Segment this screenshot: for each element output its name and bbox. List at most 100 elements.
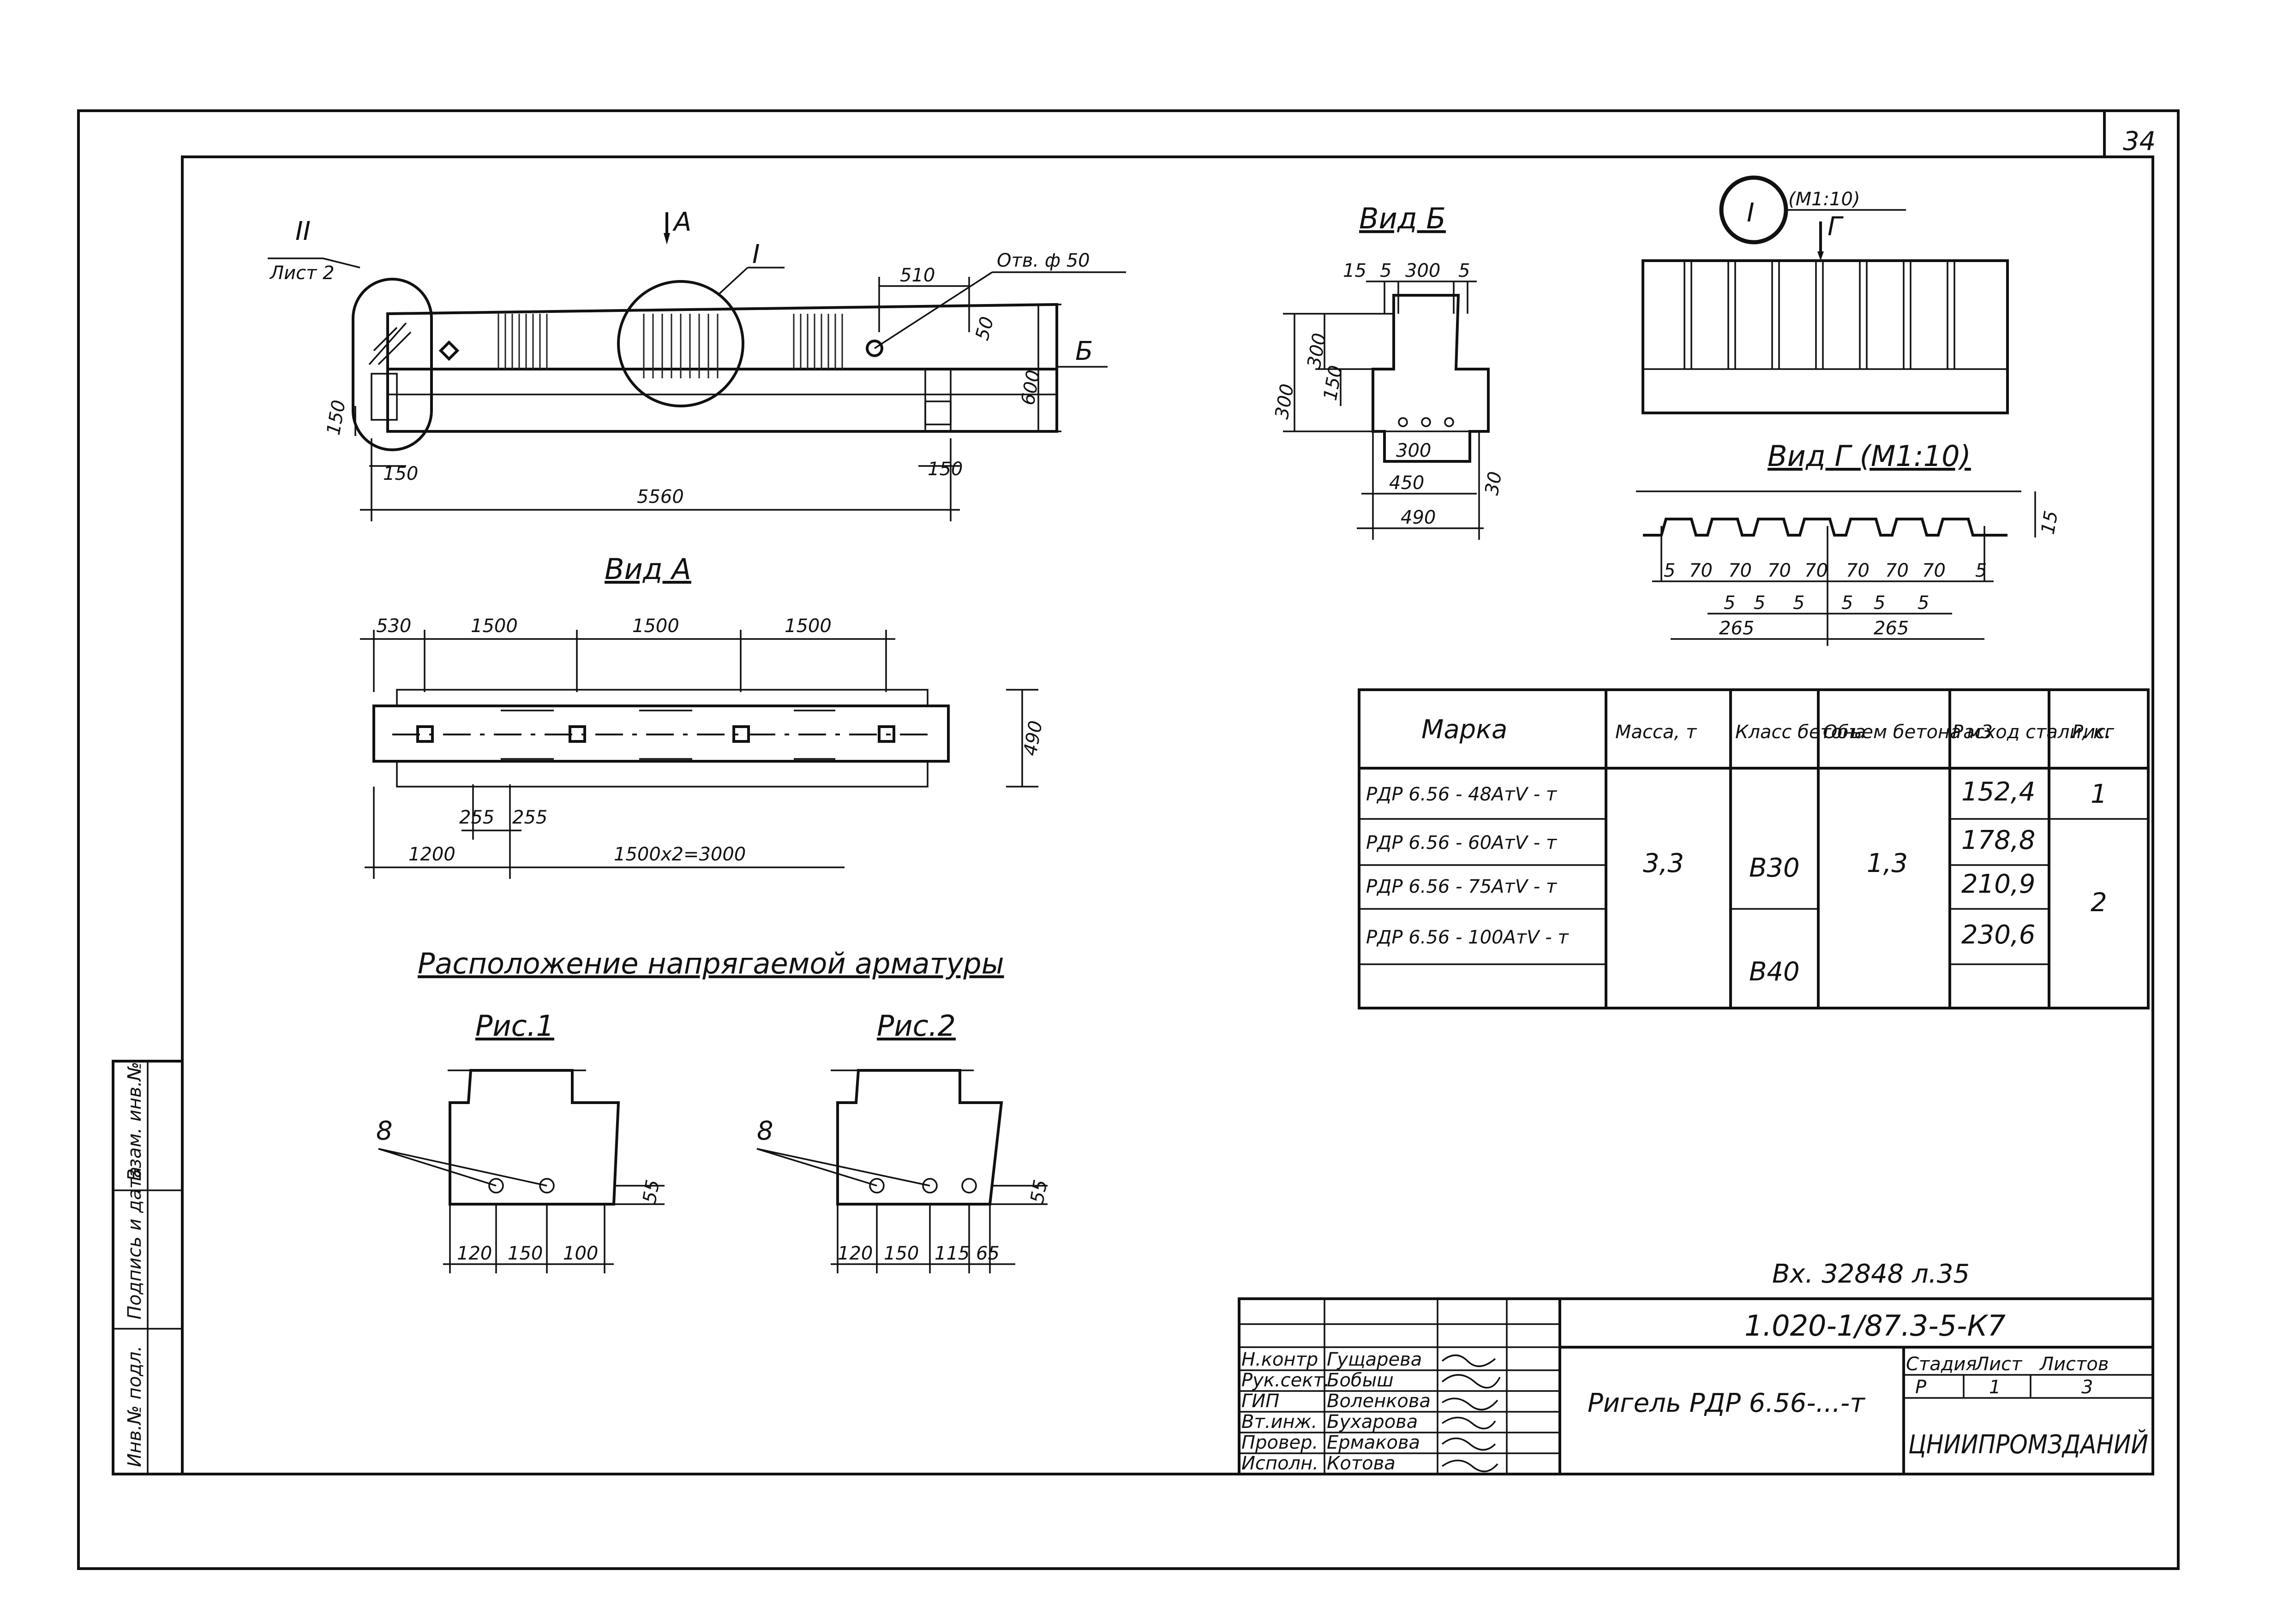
signatures: [1441, 1354, 1501, 1473]
side-stamp: Инв.№ подл. Подпись и дата Взам. инв.№: [112, 1060, 184, 1475]
section-arrow-label: А: [672, 207, 691, 237]
view-g-dim-3: 70: [1768, 560, 1791, 581]
dim-1500-b: 1500: [632, 615, 679, 637]
tb-org: ЦНИИПРОМЗДАНИЙ: [1908, 1430, 2148, 1460]
view-a-title: Вид А: [605, 552, 691, 586]
tb-sheets-label: Листов: [2039, 1354, 2109, 1375]
table-row-2-mark: РДР 6.56 - 60АтV - т: [1366, 832, 1558, 854]
dim-150-left: 150: [323, 399, 350, 437]
node-i-arrow-label: Г: [1828, 212, 1844, 242]
fig1-title: Рис.1: [475, 1009, 554, 1043]
table-row-1-fig: 1: [2091, 779, 2107, 809]
table-fig-merged: 2: [2091, 888, 2107, 918]
dim-1500-a: 1500: [471, 615, 518, 637]
node-i-detail-title: I: [1747, 198, 1755, 228]
dim-b-300a: 300: [1405, 260, 1440, 281]
side-stamp-sign: Подпись и дата: [124, 1167, 145, 1320]
view-g-dim-2: 70: [1728, 560, 1752, 581]
view-b-outline: [1372, 294, 1490, 463]
dim-50: 50: [971, 315, 998, 343]
tb-role-1: Рук.сект.: [1241, 1370, 1330, 1391]
view-g-small-3: 5: [1841, 592, 1853, 614]
table-row-3-mark: РДР 6.56 - 75АтV - т: [1366, 876, 1558, 897]
dim-b-5a: 5: [1380, 260, 1391, 281]
view-b-arrow-label: Б: [1075, 336, 1093, 366]
view-g-dim-4: 70: [1804, 560, 1828, 581]
table-row-2-steel: 178,8: [1961, 825, 2035, 855]
tb-name: Ригель РДР 6.56-...-т: [1588, 1388, 1865, 1418]
dim-600: 600: [1018, 369, 1045, 407]
view-a-bottom-flange: [396, 760, 929, 788]
view-g-small-4: 5: [1874, 592, 1885, 614]
rebar-section: Расположение напрягаемой арматуры Рис.1 …: [376, 947, 1052, 1273]
table-row-4-mark: РДР 6.56 - 100АтV - т: [1366, 927, 1569, 948]
node-i-scale: (М1:10): [1788, 189, 1860, 210]
table-header-mark: Марка: [1421, 715, 1507, 745]
tb-role-0: Н.контр: [1241, 1349, 1318, 1370]
dim-b-300b: 300: [1396, 440, 1431, 461]
dim-b-450: 450: [1389, 472, 1424, 494]
dim-b-30: 30: [1481, 470, 1506, 497]
node-i-detail: I (М1:10) Г: [1642, 175, 2009, 414]
side-stamp-inv: Инв.№ подл.: [124, 1346, 145, 1467]
view-a-hole-1: [416, 725, 434, 743]
table-row-1-mark: РДР 6.56 - 48АтV - т: [1366, 784, 1558, 805]
hole-symbol: [866, 340, 883, 357]
view-g-small-0: 5: [1724, 592, 1735, 614]
fig2-callout: 8: [757, 1116, 773, 1146]
rebar-title: Расположение напрягаемой арматуры: [418, 947, 1004, 980]
fig1-dim-55: 55: [639, 1178, 664, 1205]
tb-sheets: 3: [2081, 1377, 2093, 1398]
fig2-dim-1: 150: [884, 1243, 919, 1264]
view-g-profile: [1643, 518, 2007, 537]
fig2-title: Рис.2: [877, 1009, 956, 1043]
fig1-dim-0: 120: [457, 1243, 492, 1264]
main-beam-view: I II Лист 2 А Отв. ф 50 510 50 600: [268, 207, 1126, 521]
view-g-dim-7: 70: [1922, 560, 1946, 581]
dim-150-bottom-right: 150: [928, 459, 963, 480]
tb-name-5: Котова: [1327, 1453, 1396, 1474]
tb-role-5: Исполн.: [1241, 1453, 1318, 1474]
tb-name-4: Ермакова: [1327, 1432, 1420, 1453]
tb-name-2: Воленкова: [1327, 1391, 1431, 1412]
fig1-callout: 8: [376, 1116, 393, 1146]
fig1-dim-1: 150: [508, 1243, 543, 1264]
view-b-title: Вид Б: [1359, 202, 1446, 235]
fig1-section: [449, 1069, 620, 1206]
table-row-3-steel: 210,9: [1961, 869, 2035, 899]
table-mass: 3,3: [1643, 848, 1684, 878]
view-g-title: Вид Г (М1:10): [1768, 439, 1971, 473]
stirrup-zone-left: [497, 314, 548, 369]
view-g-small-1: 5: [1754, 592, 1765, 614]
dim-b-5b: 5: [1458, 260, 1470, 281]
view-a-top-flange: [396, 689, 929, 707]
node-i-label: I: [752, 239, 760, 269]
dim-3000: 1500х2=3000: [614, 844, 746, 865]
table-header-fig: Рис.: [2072, 722, 2111, 743]
tb-name-1: Бобыш: [1327, 1370, 1394, 1391]
dim-5560: 5560: [637, 486, 684, 508]
dim-1500-c: 1500: [785, 615, 832, 637]
tb-sheet-label: Лист: [1974, 1354, 2023, 1375]
tb-role-4: Провер.: [1241, 1432, 1318, 1453]
view-g-dim-0: 5: [1664, 560, 1675, 581]
hole-note: Отв. ф 50: [997, 250, 1090, 271]
table-row-4-steel: 230,6: [1961, 920, 2035, 950]
view-g-small-5: 5: [1917, 592, 1929, 614]
tb-stage-label: Стадия: [1906, 1354, 1977, 1375]
tb-name-3: Бухарова: [1327, 1411, 1418, 1433]
page-number: 34: [2123, 126, 2156, 156]
view-b: Вид Б 15 5 300 5 300 300 150 300 450 490: [1271, 202, 1506, 540]
view-a: Вид А 530 1500 1500 1500 490 25: [360, 552, 1047, 879]
tb-stage: Р: [1915, 1377, 1927, 1398]
view-g-dim-6: 70: [1885, 560, 1909, 581]
tb-doc-code: 1.020-1/87.3-5-К7: [1744, 1309, 2006, 1343]
node-ii-label: II: [295, 216, 311, 246]
fig2-dim-3: 65: [976, 1243, 1000, 1264]
tb-role-3: Вт.инж.: [1241, 1411, 1317, 1433]
tb-sheet: 1: [1989, 1377, 2001, 1398]
view-g-265-a: 265: [1719, 618, 1754, 639]
view-g-small-2: 5: [1793, 592, 1804, 614]
support-pad-left: [371, 373, 398, 421]
